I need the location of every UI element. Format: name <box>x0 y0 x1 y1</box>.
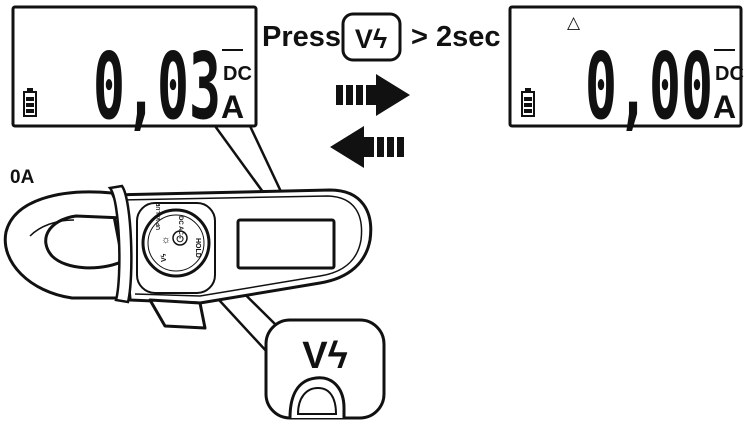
lcd-after-reading: 0,00 <box>585 33 713 140</box>
battery-icon-after <box>521 88 535 117</box>
dc-ac-select-label: DC AC <box>177 216 183 235</box>
key-badge-symbol: Vϟ <box>355 24 387 54</box>
clamp-meter: ⏻ ☼ HOLD DC AC UP VALUE Vϟ <box>3 184 373 330</box>
hold-label: HOLD <box>194 238 201 258</box>
lcd-before-reading: 0,03 <box>93 33 221 140</box>
arrow-left <box>330 126 404 168</box>
lcd-after: △ 0,00 DC A <box>508 5 744 140</box>
backlight-icon: ☼ <box>161 234 171 246</box>
callout-key: Vϟ <box>264 318 386 420</box>
lcd-after-unit: A <box>713 89 736 125</box>
v-key-label: Vϟ <box>161 253 168 262</box>
up-value-label: UP VALUE <box>156 202 162 230</box>
power-icon: ⏻ <box>176 234 184 244</box>
relative-indicator: △ <box>567 13 581 32</box>
instruction: Press Vϟ > 2sec <box>262 12 501 62</box>
lcd-before-unit: A <box>221 89 244 125</box>
input-current-label: 0A <box>10 167 35 188</box>
press-label: Press <box>262 21 341 53</box>
lcd-before: 0,03 DC A <box>11 5 258 140</box>
callout-key-symbol: Vϟ <box>302 335 347 377</box>
meter-lcd-window <box>236 218 336 270</box>
key-badge <box>341 12 402 62</box>
arrow-right <box>336 74 410 116</box>
power-button[interactable] <box>172 230 188 246</box>
lcd-before-mode: DC <box>223 63 252 85</box>
lcd-after-mode: DC <box>715 63 744 85</box>
battery-icon <box>23 88 37 117</box>
duration-label: > 2sec <box>411 21 501 53</box>
